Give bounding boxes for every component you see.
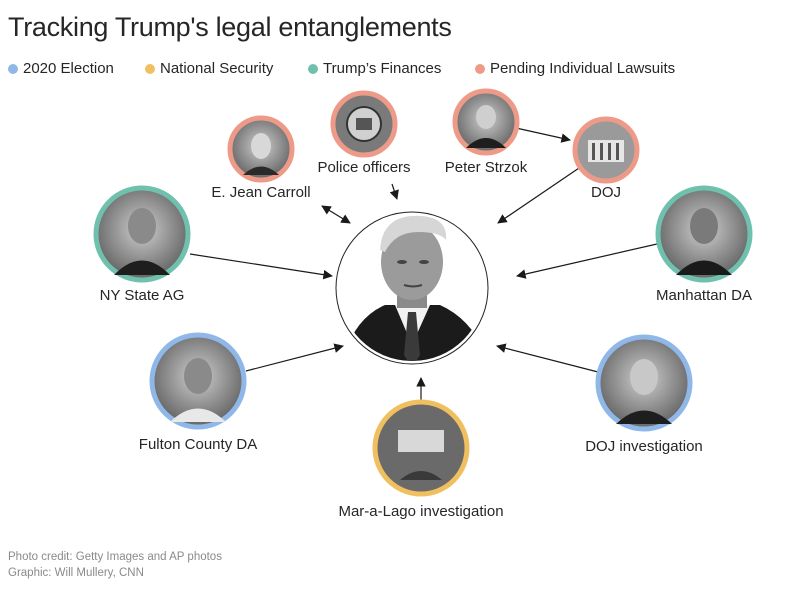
node-maralago [372,399,470,497]
label-manhattan: Manhattan DA [656,287,752,304]
arrow-dojinv [496,343,599,373]
label-nyag: NY State AG [99,287,185,304]
legend-dot [145,63,155,74]
legend-item-2020-election: 2020 Election [8,60,114,77]
arrow-manhattan [516,243,658,279]
label-maralago: Mar-a-Lago investigation [338,503,504,520]
legend-label: National Security [160,60,274,77]
label-strzok: Peter Strzok [444,159,528,176]
legend-item-trumps-finances: Trump’s Finances [308,60,441,77]
node-carroll [227,115,295,183]
arrow-doj [497,165,583,224]
page-title: Tracking Trump's legal entanglements [8,12,452,42]
legend-label: 2020 Election [23,60,114,77]
trump-portrait [335,211,489,365]
arrow-police [389,183,399,200]
legend-dot [8,63,18,74]
node-fulton [149,332,247,430]
legend-label: Pending Individual Lawsuits [490,60,676,77]
legend-dot [475,63,485,74]
arrow-strzok-doj [515,127,571,143]
label-doj: DOJ [591,184,621,201]
node-doj [572,116,640,184]
credits: Photo credit: Getty Images and AP photos… [8,549,222,581]
node-nyag [93,185,191,283]
node-police [330,90,398,158]
arrow-fulton [245,343,344,372]
label-police: Police officers [317,159,411,176]
node-strzok [452,88,520,156]
label-carroll: E. Jean Carroll [211,184,311,201]
node-manhattan [655,185,753,283]
arrow-carroll [321,205,351,224]
legend-item-national-security: National Security [145,60,273,77]
label-fulton: Fulton County DA [138,436,258,453]
graphic-credit: Graphic: Will Mullery, CNN [8,567,144,579]
node-dojinv [595,334,693,432]
label-dojinv: DOJ investigation [585,438,703,455]
arrow-nyag [189,253,333,280]
legend-dot [308,63,318,74]
legend-label: Trump’s Finances [323,60,442,77]
legend-item-pending-lawsuits: Pending Individual Lawsuits [475,60,675,77]
photo-credit: Photo credit: Getty Images and AP photos [8,551,222,563]
